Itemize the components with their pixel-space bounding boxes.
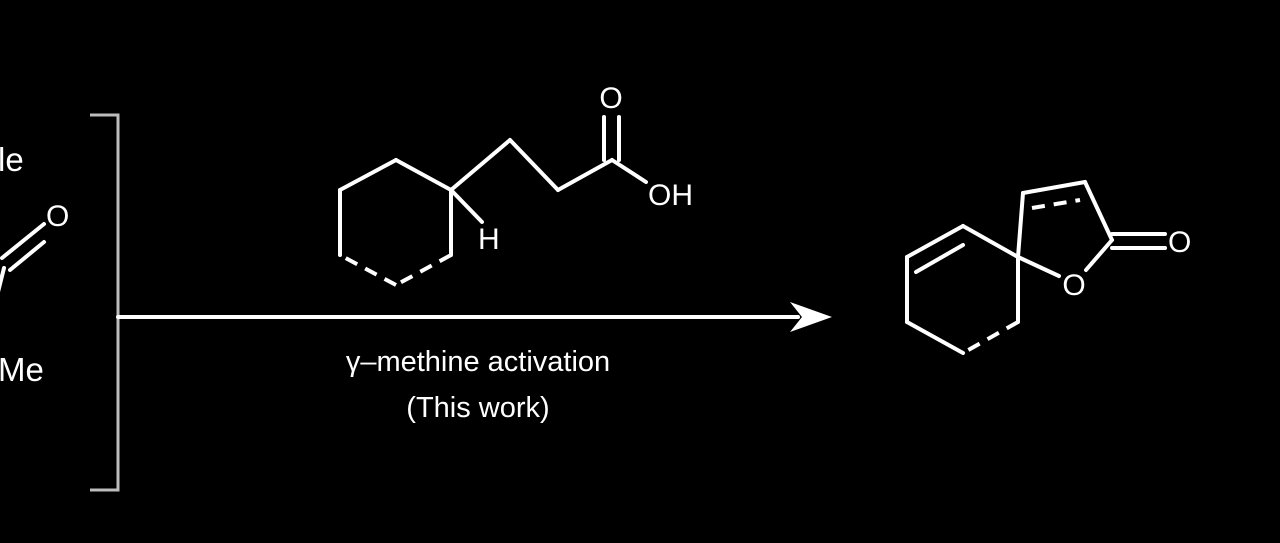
product-alkene-bond: [905, 224, 965, 259]
lactone-alkene-bond: [1021, 180, 1087, 195]
left-label-top: le: [0, 141, 24, 178]
left-label-oxygen: O: [46, 200, 69, 233]
chain-bond: [556, 158, 614, 192]
left-carbonyl-bond-2: [8, 240, 46, 272]
arrow-caption-line2: (This work): [406, 392, 549, 424]
product-ring-bond: [905, 320, 965, 355]
chain-bond: [449, 138, 512, 192]
carbonyl-oxygen-label: O: [599, 82, 622, 115]
ring-dashed-bond: [339, 253, 397, 287]
lactone-bond: [1016, 191, 1025, 259]
left-fragment: le O Me: [0, 141, 69, 388]
lactone-alkene-dashed-bond: [1031, 198, 1081, 210]
chain-bond: [508, 138, 560, 192]
ring-oxygen-label: O: [1062, 269, 1085, 302]
ring-bond: [394, 158, 453, 192]
lactone-bond: [1084, 238, 1114, 272]
reaction-arrow: [116, 302, 832, 332]
reactant-molecule: H O OH: [338, 82, 693, 287]
hydroxyl-bond: [610, 158, 648, 184]
left-lower-bond: [0, 266, 6, 293]
product-ring-dashed-bond: [962, 320, 1019, 355]
left-label-bottom: Me: [0, 351, 44, 388]
lactone-bond: [1016, 255, 1061, 278]
methine-ch-bond: [449, 188, 484, 224]
arrow-head: [790, 302, 832, 332]
hydroxyl-label: OH: [648, 179, 693, 212]
lactone-bond: [1083, 180, 1114, 242]
ring-dashed-bond: [395, 253, 452, 287]
product-molecule: O O: [905, 180, 1191, 355]
carbonyl-oxygen-label: O: [1168, 226, 1191, 259]
product-alkene-inner-bond: [914, 243, 965, 274]
methine-hydrogen-label: H: [478, 223, 500, 256]
arrow-caption-line1: γ–methine activation: [346, 346, 610, 378]
right-bracket: [90, 113, 120, 492]
product-ring-bond: [961, 224, 1020, 259]
left-carbonyl-bond: [0, 222, 46, 260]
ring-bond: [338, 158, 398, 192]
